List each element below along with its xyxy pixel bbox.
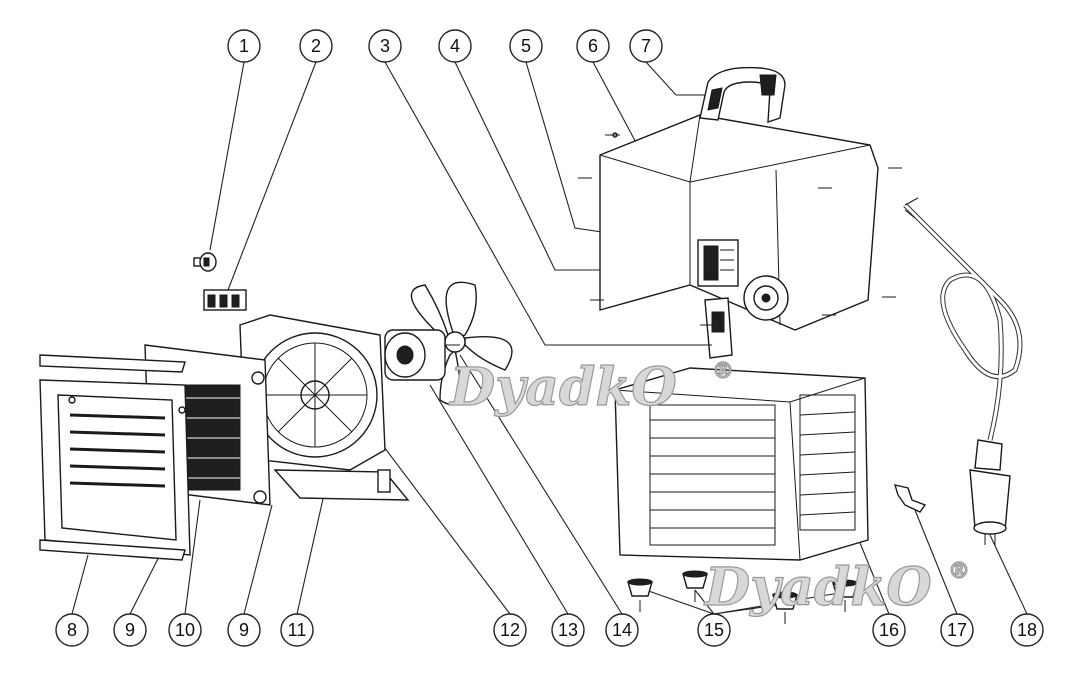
callout: 16	[872, 613, 906, 647]
callout-number: 3	[380, 36, 390, 56]
callout: 9	[227, 613, 261, 647]
front-grille-frame-part	[39, 379, 191, 556]
fan-blade-part	[410, 281, 513, 406]
callout-number: 15	[704, 620, 724, 640]
callout-number: 9	[125, 620, 135, 640]
terminal-block-part	[203, 289, 247, 311]
callout: 3	[368, 29, 402, 63]
callout: 12	[493, 613, 527, 647]
callout-number: 16	[879, 620, 899, 640]
callouts-bottom: 8 9 10 9 11 12 13 14 15 16 17 18	[55, 613, 1044, 647]
callout: 1	[227, 29, 261, 63]
callout-number: 9	[239, 620, 249, 640]
thermostat-part	[193, 252, 217, 272]
thermostat-knob-part	[743, 275, 789, 321]
watermark-symbol: ®	[948, 558, 970, 584]
insulation-strip-part	[39, 354, 186, 561]
callout: 5	[509, 29, 543, 63]
callouts-top: 1 2 3 4 5 6 7	[227, 29, 663, 63]
callout: 9	[113, 613, 147, 647]
callout: 13	[551, 613, 585, 647]
base-bracket-part	[273, 469, 410, 501]
watermark-symbol: ®	[712, 358, 734, 384]
callout: 8	[55, 613, 89, 647]
watermark-lower: DyadkO ®	[702, 556, 970, 618]
callout-number: 1	[239, 36, 249, 56]
watermark-text: DyadkO	[448, 357, 677, 418]
callout-number: 2	[311, 36, 321, 56]
callout: 10	[168, 613, 202, 647]
callout: 15	[697, 613, 731, 647]
callout-number: 8	[67, 620, 77, 640]
callout-number: 12	[500, 620, 520, 640]
callout-number: 10	[175, 620, 195, 640]
callout: 14	[605, 613, 639, 647]
callout-number: 11	[288, 620, 307, 640]
callout-number: 7	[641, 36, 651, 56]
callout-number: 5	[521, 36, 531, 56]
callout: 7	[629, 29, 663, 63]
callout-number: 18	[1017, 620, 1037, 640]
power-cord-part	[903, 197, 1023, 545]
switch-part	[697, 239, 739, 287]
callout: 11	[280, 613, 314, 647]
watermark-upper: DyadkO ®	[447, 356, 734, 418]
leader-lines	[71, 61, 1028, 615]
callout-number: 17	[947, 620, 967, 640]
callout: 18	[1010, 613, 1044, 647]
grille-cage-part	[614, 367, 869, 561]
callout-number: 14	[612, 620, 632, 640]
rubber-feet-part	[627, 570, 858, 624]
fan-motor-part	[384, 329, 460, 381]
bracket-part	[700, 297, 733, 359]
fan-shroud-part	[239, 314, 386, 471]
watermark-text: DyadkO	[703, 557, 932, 618]
callout-number: 6	[588, 36, 598, 56]
callout-number: 13	[558, 620, 578, 640]
handle-part	[699, 66, 786, 123]
cover-housing-part	[578, 114, 902, 331]
callout-number: 4	[450, 36, 460, 56]
callout: 6	[576, 29, 610, 63]
callout: 2	[299, 29, 333, 63]
cable-clamp-part	[893, 484, 927, 513]
callout: 4	[438, 29, 472, 63]
callout: 17	[940, 613, 974, 647]
